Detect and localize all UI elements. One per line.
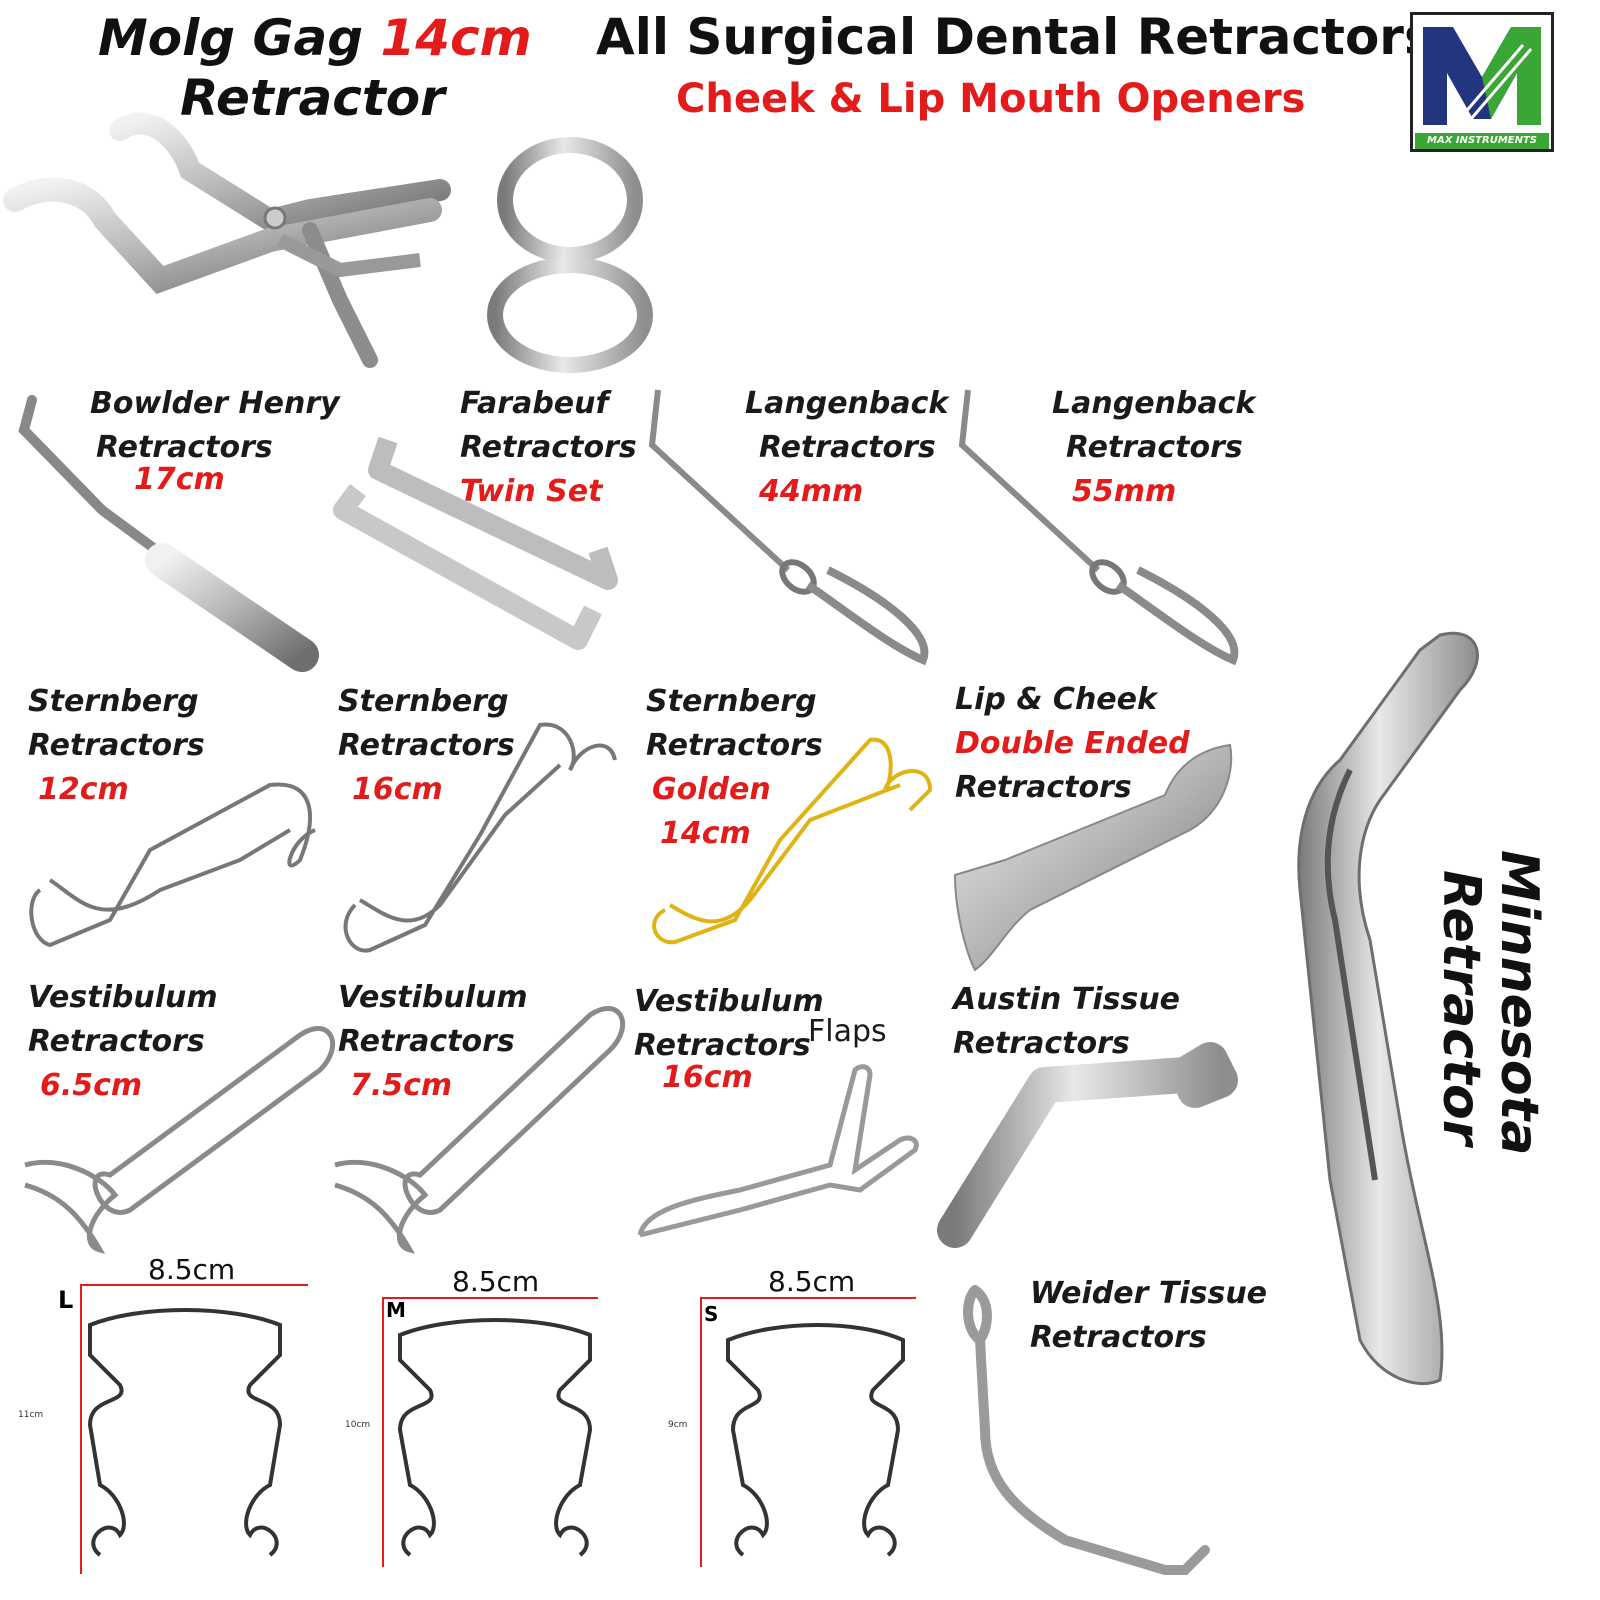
farabeuf-retractor-image (333, 436, 618, 650)
minnesota-retractor-image (1297, 631, 1479, 1386)
label-austin-tissue: Austin Tissue Retractors (953, 978, 1180, 1066)
max-instruments-logo: MAX INSTRUMENTS (1410, 12, 1554, 152)
item-type: Retractors (460, 430, 637, 465)
item-type: Retractors (338, 728, 515, 763)
vestibulum-65-retractor-image (24, 1026, 336, 1254)
item-type: Retractors (634, 1028, 811, 1063)
lip-cheek-retractor-image (953, 743, 1233, 972)
cheek-s-retractor-image (726, 1323, 905, 1557)
item-name: Austin Tissue (953, 982, 1181, 1017)
cheek-l-size-letter: L (58, 1286, 74, 1314)
cheek-m-height: 10cm (345, 1420, 371, 1430)
label-weider-tissue: Weider Tissue Retractors (1030, 1272, 1267, 1360)
sternberg-16-retractor-image (343, 722, 617, 953)
item-size: 12cm (38, 772, 129, 807)
minnesota-line2: Retractor (1431, 870, 1491, 1146)
item-variant: Double Ended (955, 726, 1190, 761)
item-size: 44mm (759, 474, 864, 509)
item-type: Retractors (28, 1024, 205, 1059)
item-type: Retractors (338, 1024, 515, 1059)
item-name: Sternberg (646, 684, 817, 719)
item-type: Retractors (953, 1026, 1130, 1061)
item-size: 55mm (1072, 474, 1177, 509)
label-vestibulum-75: Vestibulum Retractors 7.5cm (338, 976, 528, 1108)
bowlder-henry-retractor-image (18, 395, 319, 672)
sternberg-golden-retractor-image (652, 737, 933, 945)
item-size: Twin Set (460, 474, 603, 509)
cheek-l-retractor-image (87, 1308, 283, 1557)
item-type: Retractors (955, 770, 1132, 805)
molg-gag-image (3, 112, 653, 373)
cheek-l-width-line (80, 1284, 308, 1286)
cheek-s-width-line (700, 1297, 916, 1299)
cheek-s-width: 8.5cm (768, 1265, 856, 1298)
item-name: Lip & Cheek (955, 682, 1157, 717)
label-lip-cheek: Lip & Cheek Double Ended Retractors (955, 678, 1190, 810)
cheek-s-height: 9cm (668, 1420, 688, 1430)
logo-mark (1423, 27, 1541, 125)
cheek-m-width: 8.5cm (452, 1265, 540, 1298)
cheek-m-height-line (382, 1297, 384, 1567)
cheek-s-height-line (700, 1297, 702, 1567)
label-sternberg-16: Sternberg Retractors 16cm (338, 680, 515, 812)
label-farabeuf: Farabeuf Retractors Twin Set (460, 382, 637, 514)
sternberg-12-retractor-image (29, 782, 316, 948)
molg-gag-title: Molg Gag 14cm (98, 8, 532, 68)
cheek-l-height: 11cm (18, 1410, 44, 1420)
cheek-m-width-line (382, 1297, 598, 1299)
vestibulum-75-retractor-image (334, 1006, 626, 1254)
item-name: Weider Tissue (1030, 1276, 1268, 1311)
label-sternberg-golden: Sternberg Retractors Golden 14cm (646, 680, 823, 856)
item-type: Retractors (759, 430, 936, 465)
item-name: Vestibulum (28, 980, 218, 1015)
molg-name: Molg Gag (98, 9, 364, 67)
page-subtitle: Cheek & Lip Mouth Openers (676, 76, 1306, 122)
item-type: Retractors (28, 728, 205, 763)
cheek-s-size-letter: S (704, 1302, 719, 1326)
item-type: Retractors (1066, 430, 1243, 465)
minnesota-line1: Minnesota (1489, 850, 1549, 1156)
item-size: 16cm (662, 1060, 753, 1095)
item-size: 16cm (352, 772, 443, 807)
label-bowlder-henry: Bowlder Henry Retractors 17cm (90, 382, 340, 502)
item-type: Retractors (646, 728, 823, 763)
item-name: Sternberg (338, 684, 509, 719)
item-size: 7.5cm (350, 1068, 453, 1103)
item-size: 17cm (134, 462, 225, 497)
cheek-m-size-letter: M (386, 1298, 406, 1322)
langenback-44-retractor-image (648, 389, 929, 666)
weider-tissue-retractor-image (963, 1285, 1210, 1575)
item-name: Sternberg (28, 684, 199, 719)
item-name: Farabeuf (460, 386, 609, 421)
langenback-55-retractor-image (958, 389, 1239, 666)
molg-gag-title-line2: Retractor (180, 69, 445, 127)
item-name: Langenback (745, 386, 949, 421)
item-name: Vestibulum (634, 984, 824, 1019)
label-langenback-55: Langenback Retractors 55mm (1052, 382, 1255, 514)
cheek-l-height-line (80, 1284, 82, 1574)
austin-tissue-retractor-image (937, 1042, 1238, 1248)
label-vestibulum-65: Vestibulum Retractors 6.5cm (28, 976, 218, 1108)
label-sternberg-12: Sternberg Retractors 12cm (28, 680, 205, 812)
item-name: Bowlder Henry (90, 386, 340, 421)
page-title: All Surgical Dental Retractors (596, 8, 1434, 66)
vestibulum-flaps-retractor-image (637, 1064, 919, 1238)
item-size: 6.5cm (40, 1068, 143, 1103)
item-name: Vestibulum (338, 980, 528, 1015)
cheek-l-width: 8.5cm (148, 1253, 236, 1286)
minnesota-label: Minnesota Retractor (1431, 850, 1549, 1156)
item-type: Retractors (1030, 1320, 1207, 1355)
molg-size: 14cm (380, 9, 532, 67)
item-size: 14cm (660, 816, 751, 851)
cheek-m-retractor-image (397, 1318, 593, 1557)
item-variant: Golden (652, 772, 771, 807)
item-type: Retractors (96, 430, 273, 465)
label-flaps: Flaps (808, 1014, 887, 1049)
label-vestibulum-flaps: Vestibulum Retractors 16cm (634, 980, 824, 1100)
item-name: Langenback (1052, 386, 1256, 421)
label-langenback-44: Langenback Retractors 44mm (745, 382, 948, 514)
logo-brand: MAX INSTRUMENTS (1415, 133, 1549, 149)
